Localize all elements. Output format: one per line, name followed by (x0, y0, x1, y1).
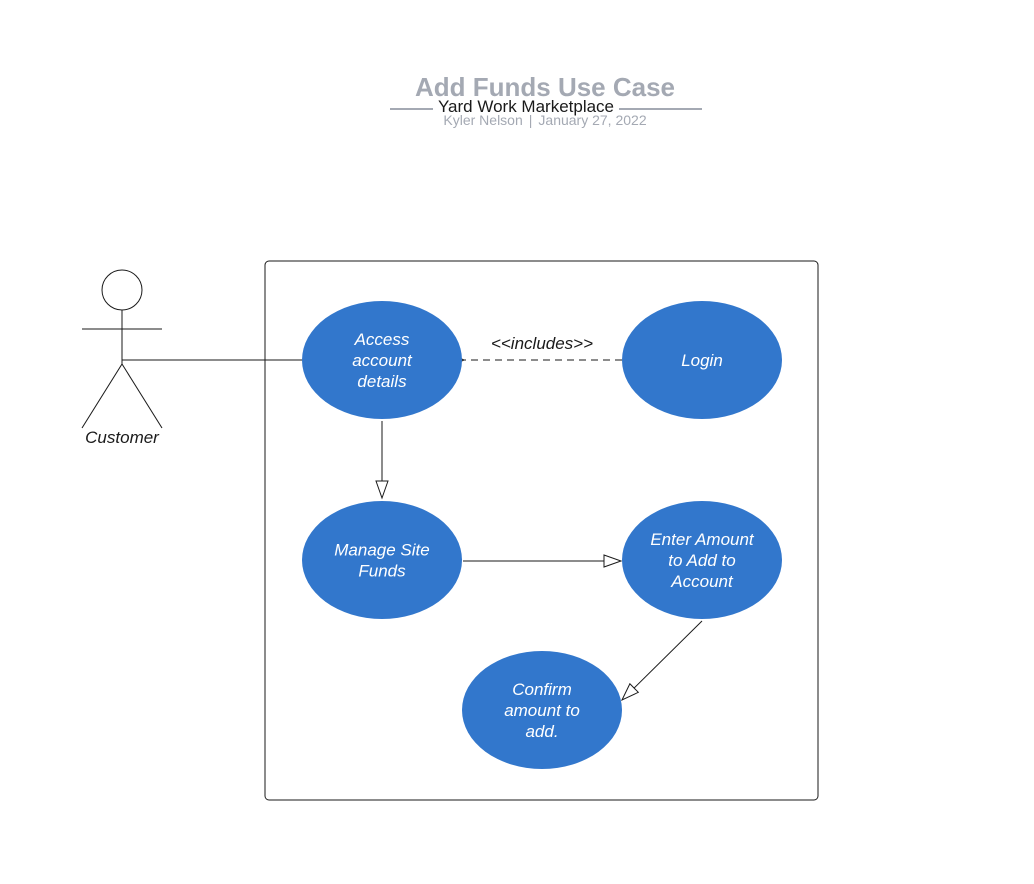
meta-separator: | (528, 112, 533, 128)
subtitle-rule-right (619, 108, 702, 110)
use-case-access: Access account details (302, 301, 462, 419)
diagram-header: Add Funds Use Case Yard Work Marketplace… (0, 0, 1034, 140)
use-case-manage-ellipse (302, 501, 462, 619)
actor-label: Customer (85, 428, 160, 447)
use-case-access-label: Access (354, 330, 410, 349)
actor-customer (81, 269, 163, 429)
subtitle-rule-left (390, 108, 433, 110)
flow-enter-confirm (620, 620, 703, 702)
author-name: Kyler Nelson (443, 112, 523, 128)
actor-leg-right (121, 363, 163, 429)
diagram-meta: Kyler Nelson | January 27, 2022 (395, 112, 695, 128)
use-case-enter-label: to Add to (668, 551, 735, 570)
use-case-enter-label: Account (670, 572, 734, 591)
use-case-login: Login (622, 301, 782, 419)
system-boundary (264, 260, 819, 801)
use-case-confirm-label: add. (525, 722, 558, 741)
use-case-enter: Enter Amount to Add to Account (622, 501, 782, 619)
diagram-subtitle: Yard Work Marketplace (437, 97, 615, 116)
use-case-confirm: Confirm amount to add. (462, 651, 622, 769)
diagram-title: Add Funds Use Case (414, 72, 676, 102)
use-case-manage-label: Manage Site (334, 541, 429, 560)
includes-label: <<includes>> (491, 334, 593, 353)
use-case-confirm-label: Confirm (512, 680, 572, 699)
use-case-login-ellipse (622, 301, 782, 419)
use-case-login-label: Login (681, 351, 723, 370)
actor-leg-left (81, 363, 123, 429)
use-case-enter-label: Enter Amount (650, 530, 755, 549)
actor-head (101, 269, 143, 311)
diagram-date: January 27, 2022 (538, 112, 647, 128)
use-case-manage-label: Funds (358, 562, 406, 581)
use-case-access-ellipse (302, 301, 462, 419)
use-case-confirm-ellipse (462, 651, 622, 769)
use-case-access-label: details (357, 372, 407, 391)
use-case-access-label: account (352, 351, 413, 370)
subtitle-row: Yard Work Marketplace (390, 97, 702, 119)
use-case-confirm-label: amount to (504, 701, 580, 720)
use-case-enter-ellipse (622, 501, 782, 619)
